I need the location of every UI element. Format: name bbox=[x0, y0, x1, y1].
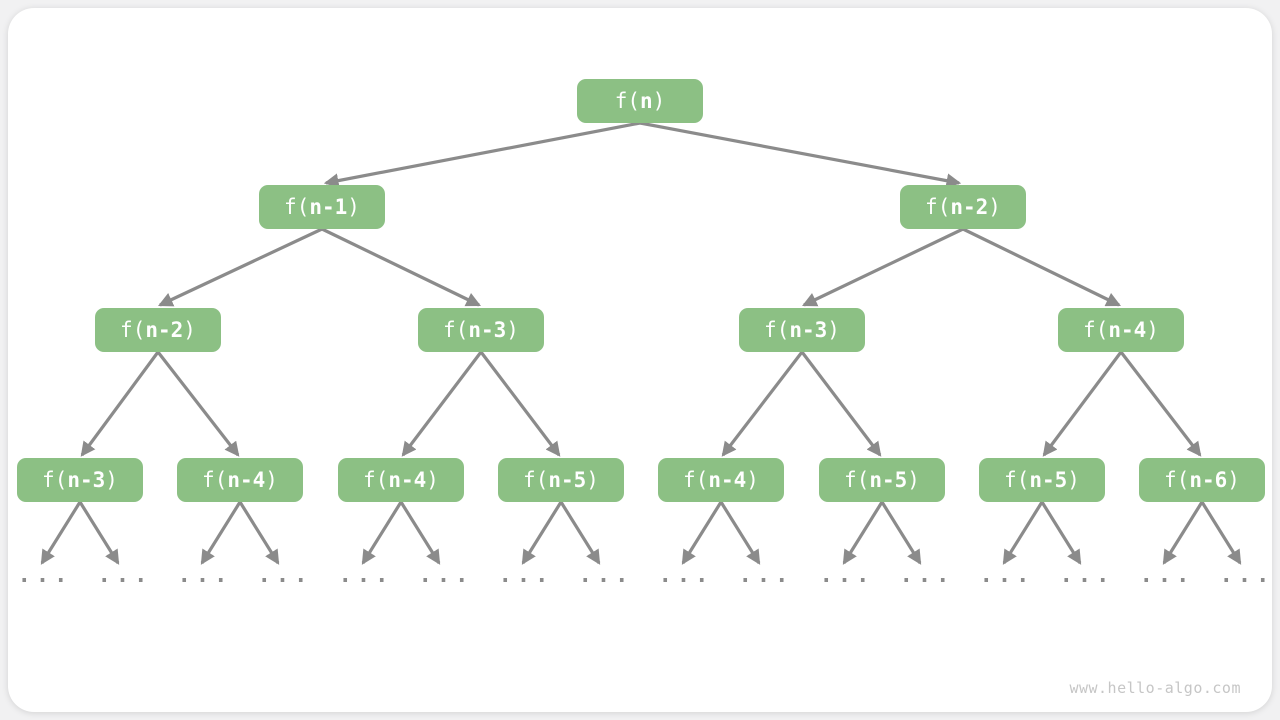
tree-node-10: f(n-5) bbox=[498, 458, 624, 502]
ellipsis-leaf-4: ... bbox=[338, 563, 394, 588]
node-label-arg: n-5 bbox=[548, 468, 587, 492]
node-label-arg: n-6 bbox=[1189, 468, 1228, 492]
node-label-arg: n-4 bbox=[1108, 318, 1147, 342]
tree-node-13: f(n-5) bbox=[979, 458, 1105, 502]
tree-node-2: f(n-2) bbox=[900, 185, 1026, 229]
node-label-prefix: f( bbox=[925, 195, 951, 219]
tree-node-9: f(n-4) bbox=[338, 458, 464, 502]
node-label-suffix: ) bbox=[105, 468, 118, 492]
node-label-suffix: ) bbox=[1067, 468, 1080, 492]
node-label-arg: n-5 bbox=[1029, 468, 1068, 492]
node-label-suffix: ) bbox=[1146, 318, 1159, 342]
node-label-suffix: ) bbox=[183, 318, 196, 342]
node-label-suffix: ) bbox=[907, 468, 920, 492]
ellipsis-leaf-15: ... bbox=[1219, 563, 1275, 588]
tree-node-5: f(n-3) bbox=[739, 308, 865, 352]
tree-node-6: f(n-4) bbox=[1058, 308, 1184, 352]
tree-node-12: f(n-5) bbox=[819, 458, 945, 502]
node-label-prefix: f( bbox=[443, 318, 469, 342]
tree-node-7: f(n-3) bbox=[17, 458, 143, 502]
tree-node-1: f(n-1) bbox=[259, 185, 385, 229]
node-label-arg: n-2 bbox=[145, 318, 184, 342]
node-label-prefix: f( bbox=[284, 195, 310, 219]
node-label-prefix: f( bbox=[1083, 318, 1109, 342]
node-label-arg: n-3 bbox=[468, 318, 507, 342]
node-label-suffix: ) bbox=[426, 468, 439, 492]
node-label-suffix: ) bbox=[586, 468, 599, 492]
tree-node-0: f(n) bbox=[577, 79, 703, 123]
node-label-suffix: ) bbox=[506, 318, 519, 342]
ellipsis-leaf-6: ... bbox=[498, 563, 554, 588]
ellipsis-leaf-2: ... bbox=[177, 563, 233, 588]
ellipsis-leaf-13: ... bbox=[1059, 563, 1115, 588]
node-label-arg: n-4 bbox=[708, 468, 747, 492]
node-label-arg: n-1 bbox=[309, 195, 348, 219]
node-label-arg: n-3 bbox=[789, 318, 828, 342]
node-label-prefix: f( bbox=[523, 468, 549, 492]
node-label-suffix: ) bbox=[988, 195, 1001, 219]
node-label-prefix: f( bbox=[363, 468, 389, 492]
node-label-prefix: f( bbox=[764, 318, 790, 342]
node-label-prefix: f( bbox=[614, 89, 640, 113]
ellipsis-leaf-0: ... bbox=[17, 563, 73, 588]
node-label-prefix: f( bbox=[120, 318, 146, 342]
node-label-arg: n-4 bbox=[388, 468, 427, 492]
node-label-prefix: f( bbox=[42, 468, 68, 492]
node-label-arg: n-4 bbox=[227, 468, 266, 492]
tree-node-8: f(n-4) bbox=[177, 458, 303, 502]
node-label-prefix: f( bbox=[1004, 468, 1030, 492]
ellipsis-leaf-10: ... bbox=[819, 563, 875, 588]
ellipsis-leaf-9: ... bbox=[738, 563, 794, 588]
ellipsis-leaf-14: ... bbox=[1139, 563, 1195, 588]
node-label-prefix: f( bbox=[1164, 468, 1190, 492]
node-label-arg: n-3 bbox=[67, 468, 106, 492]
node-label-arg: n bbox=[639, 89, 653, 113]
node-label-suffix: ) bbox=[347, 195, 360, 219]
node-label-arg: n-2 bbox=[950, 195, 989, 219]
ellipsis-leaf-8: ... bbox=[658, 563, 714, 588]
tree-node-4: f(n-3) bbox=[418, 308, 544, 352]
ellipsis-leaf-7: ... bbox=[578, 563, 634, 588]
tree-node-14: f(n-6) bbox=[1139, 458, 1265, 502]
ellipsis-leaf-3: ... bbox=[257, 563, 313, 588]
node-label-suffix: ) bbox=[265, 468, 278, 492]
node-label-prefix: f( bbox=[202, 468, 228, 492]
node-label-suffix: ) bbox=[827, 318, 840, 342]
node-label-suffix: ) bbox=[652, 89, 666, 113]
watermark: www.hello-algo.com bbox=[1069, 679, 1241, 697]
tree-node-11: f(n-4) bbox=[658, 458, 784, 502]
node-label-prefix: f( bbox=[844, 468, 870, 492]
ellipsis-leaf-5: ... bbox=[418, 563, 474, 588]
node-label-arg: n-5 bbox=[869, 468, 908, 492]
node-label-suffix: ) bbox=[746, 468, 759, 492]
tree-node-3: f(n-2) bbox=[95, 308, 221, 352]
ellipsis-leaf-11: ... bbox=[899, 563, 955, 588]
node-label-suffix: ) bbox=[1227, 468, 1240, 492]
node-label-prefix: f( bbox=[683, 468, 709, 492]
ellipsis-leaf-12: ... bbox=[979, 563, 1035, 588]
ellipsis-leaf-1: ... bbox=[97, 563, 153, 588]
